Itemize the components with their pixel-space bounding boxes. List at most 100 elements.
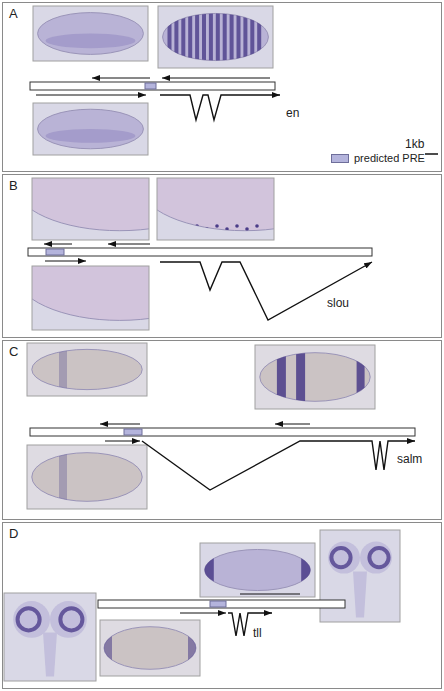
in-situ-image: [255, 345, 375, 409]
image-frame: [33, 103, 148, 155]
stain-band: [243, 6, 247, 68]
panel-letter: A: [8, 6, 19, 21]
gene-structure: [160, 262, 372, 320]
stain: [46, 129, 136, 143]
stain-dot: [195, 224, 199, 228]
stain-dot: [245, 227, 249, 231]
gene-name: tll: [252, 626, 263, 640]
ventral-cord: [43, 633, 57, 677]
stain-band: [195, 6, 199, 68]
panel-letter: D: [8, 526, 19, 541]
brain-lobe: [50, 601, 87, 638]
gene-name: slou: [326, 296, 350, 310]
stain-band: [59, 343, 67, 396]
in-situ-images: [4, 6, 400, 681]
image-frame: [157, 178, 274, 240]
panel: D: [2, 522, 442, 689]
stain-ring: [60, 608, 82, 630]
image-frame: [32, 266, 149, 330]
stain: [59, 343, 67, 396]
pre-box: [124, 429, 142, 435]
stain-band: [188, 620, 200, 676]
image-frame: [27, 343, 147, 396]
stain-band: [59, 445, 67, 509]
image-ground: [33, 103, 148, 155]
image-frame: [33, 6, 148, 61]
in-situ-image: [157, 178, 274, 240]
probe-arrow: [36, 95, 146, 96]
image-frame: [27, 445, 147, 509]
embryo: [38, 109, 144, 149]
stain: [168, 6, 262, 68]
brain-lobe: [328, 542, 360, 574]
brain-lobe: [13, 601, 50, 638]
gene-name: en: [285, 106, 300, 120]
panel-letter: B: [8, 178, 19, 193]
stain-region: [46, 129, 136, 143]
probe-arrow: [108, 244, 150, 245]
image-frame: [100, 620, 200, 676]
genomic-region: [30, 428, 415, 436]
stain-ring: [369, 548, 388, 567]
stain: [59, 445, 67, 509]
stain-band: [168, 6, 172, 68]
panel: C: [2, 340, 442, 520]
stain: [200, 543, 315, 597]
in-situ-image: [32, 178, 149, 240]
gene-structure: [142, 441, 415, 490]
image-ground: [33, 6, 148, 61]
stain-ring: [331, 548, 350, 567]
pre-box: [46, 249, 64, 255]
legend-entry: predicted PRE: [331, 152, 425, 165]
panel-letter: C: [8, 344, 19, 359]
stain-dot: [205, 227, 209, 231]
in-situ-image: [32, 266, 149, 330]
image-ground: [255, 345, 375, 409]
image-frame: [32, 178, 149, 240]
in-situ-image: [158, 6, 273, 68]
in-situ-image: [200, 543, 315, 597]
embryo: [32, 178, 149, 231]
probe-arrow: [275, 424, 310, 425]
stain-dot: [235, 224, 239, 228]
stain-dot: [215, 224, 219, 228]
legend-swatch: [331, 154, 349, 163]
stain-dot: [225, 227, 229, 231]
stain-band: [257, 6, 261, 68]
image-ground: [4, 593, 96, 681]
embryo: [205, 549, 311, 590]
gene-maps: [28, 78, 438, 636]
embryo: [260, 353, 370, 402]
in-situ-image: [33, 6, 148, 61]
genomic-region: [30, 82, 275, 90]
stain-band: [230, 6, 234, 68]
stain-band: [357, 345, 365, 409]
probe-arrow: [240, 594, 300, 595]
probe-arrow: [180, 613, 226, 614]
gene-name: salm: [396, 452, 423, 466]
gene-structure: [160, 95, 280, 120]
panel: A: [2, 2, 442, 172]
stain-band: [301, 543, 315, 597]
probe-arrow: [92, 78, 150, 79]
stain-band: [181, 6, 185, 68]
image-ground: [100, 620, 200, 676]
embryo: [32, 349, 142, 389]
stain: [100, 620, 200, 676]
gene-structure: [228, 613, 272, 636]
image-ground: [158, 6, 273, 68]
panel: B: [2, 174, 442, 338]
stain-band: [250, 6, 254, 68]
stain-band: [174, 6, 178, 68]
pre-box: [210, 601, 226, 607]
image-frame: [255, 345, 375, 409]
stain-band: [216, 6, 220, 68]
image-ground: [27, 343, 147, 396]
stain-band: [237, 6, 241, 68]
stain-band: [200, 543, 214, 597]
in-situ-image: [33, 103, 148, 155]
stain-band: [188, 6, 192, 68]
stain-band: [202, 6, 206, 68]
